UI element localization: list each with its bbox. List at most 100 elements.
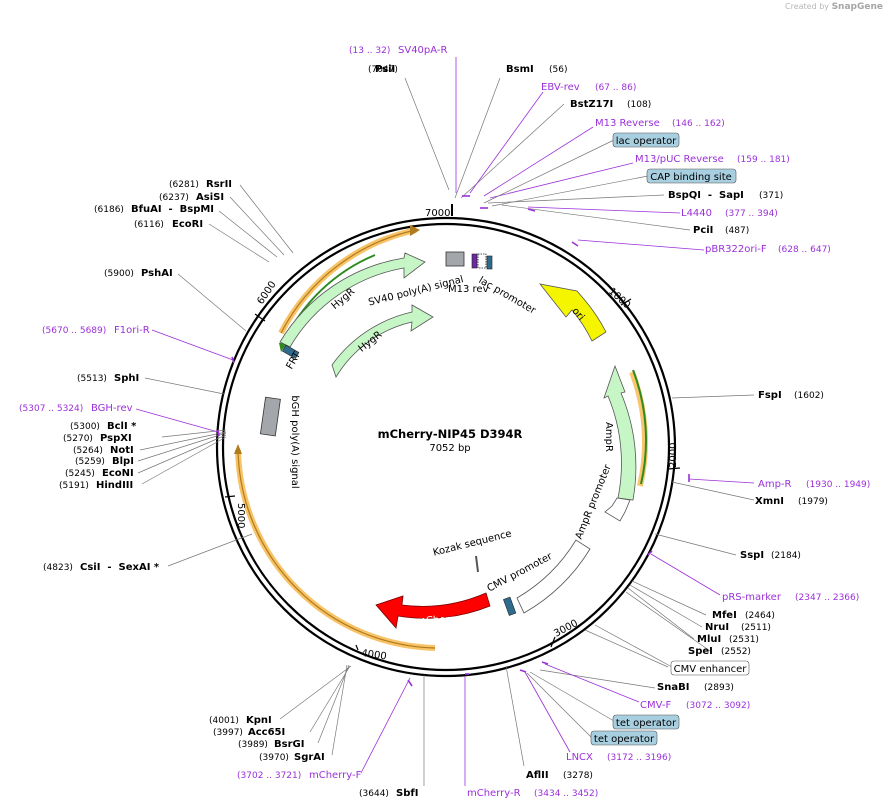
orange-arrow-bottom [234, 444, 242, 454]
enzyme-pos-bstz17i: (108) [627, 100, 651, 110]
enzyme-pshai: PshAI [141, 268, 173, 279]
primer-amp-r: Amp-R [758, 479, 792, 490]
primer-bgh-rev: BGH-rev [91, 403, 133, 414]
snapgene-credit: Created by SnapGene [785, 2, 883, 12]
enzyme-pos-noti: (5264) [73, 446, 103, 456]
enzyme-spei: SpeI [688, 646, 713, 657]
lac-promoter-marker [477, 253, 487, 269]
enzyme-pos-sgrai: (3970) [259, 753, 289, 763]
label-m13-rev: M13 rev [448, 284, 489, 295]
primer-leaders [135, 57, 755, 786]
cap-binding-site-label: CAP binding site [650, 172, 732, 183]
tick-7000: 7000 [425, 208, 450, 219]
tet-operator-marker [503, 596, 517, 616]
enzyme-pos-mfei: (2464) [745, 611, 775, 621]
primer-range-m13-reverse: (146 .. 162) [672, 119, 725, 129]
cmv-enhancer-label: CMV enhancer [674, 664, 748, 675]
enzyme-bfuai: BfuAI - BspMI [131, 204, 214, 215]
green-arrow [279, 343, 287, 352]
bgh-polya-box [259, 396, 281, 437]
primer-marks [217, 195, 690, 687]
enzyme-pos-snabi: (2893) [704, 683, 734, 693]
primer-labels: (13 .. 32) SV40pA-R EBV-rev (67 .. 86) M… [19, 45, 870, 799]
primer-range-prs-marker: (2347 .. 2366) [795, 593, 859, 603]
enzyme-labels: (7047) PsiI BsmI (56) BstZ17I (108) BspQ… [43, 64, 828, 799]
primer-range-sv40pa-r: (13 .. 32) [349, 46, 390, 56]
label-kozak: Kozak sequence [432, 528, 513, 558]
enzyme-rsrii: RsrII [206, 179, 232, 190]
hygr-feature-outer [279, 252, 426, 348]
enzyme-pos-hindiii: (5191) [59, 481, 89, 491]
enzyme-csii: CsiI - SexAI * [80, 562, 160, 573]
enzyme-pos-bsrgi: (3989) [238, 740, 268, 750]
primer-range-amp-r: (1930 .. 1949) [806, 480, 870, 490]
ampr-promoter-arrow [604, 497, 631, 522]
lac-operator-box [612, 132, 680, 148]
primer-ebv-rev: EBV-rev [541, 82, 580, 93]
enzyme-acc65i: Acc65I [248, 727, 285, 738]
enzyme-pos-bfuai: (6186) [94, 205, 124, 215]
enzyme-pos-pspxi: (5270) [63, 434, 93, 444]
boxed-labels: lac operator CAP binding site CMV enhanc… [483, 132, 750, 746]
enzyme-pos-mlui: (2531) [729, 635, 759, 645]
sv40-polya-box [445, 251, 465, 267]
primer-mcherry-r: mCherry-R [467, 788, 521, 799]
lac-operator-marker [486, 255, 493, 270]
enzyme-pos-nrui: (2511) [741, 623, 771, 633]
enzyme-pcii: PciI [693, 225, 713, 236]
primer-f1ori-r: F1ori-R [114, 325, 150, 336]
ampr-green-line [632, 369, 648, 485]
enzyme-psii: PsiI [375, 64, 395, 75]
tick-4000: 4000 [361, 648, 388, 662]
primer-range-pbr322ori-f: (628 .. 647) [778, 245, 831, 255]
enzyme-pos-bsmi: (56) [549, 65, 567, 75]
orange-line-top [280, 229, 417, 334]
plasmid-name: mCherry-NIP45 D394R [378, 427, 523, 441]
tet-operator-label-2: tet operator [594, 734, 655, 745]
cmv-promoter-feature [516, 539, 591, 614]
primer-range-mcherry-f: (3702 .. 3721) [237, 771, 301, 781]
cap-binding-site-box [646, 168, 737, 184]
label-bgh-polya: bGH poly(A) signal [289, 395, 300, 488]
enzyme-sphi: SphI [114, 373, 139, 384]
mcherry-feature [375, 592, 491, 629]
primer-range-m13-puc-reverse: (159 .. 181) [737, 155, 790, 165]
backbone-outer [215, 216, 677, 678]
enzyme-pos-sbfi: (3644) [359, 789, 389, 799]
enzyme-pos-xmni: (1979) [798, 497, 828, 507]
orange-arrow-top [410, 225, 420, 236]
snapgene-logo: SnapGene [831, 2, 883, 12]
enzyme-pspxi: PspXI [100, 433, 132, 444]
primer-m13-puc-reverse: M13/pUC Reverse [635, 154, 724, 165]
enzyme-pos-ecori: (6116) [134, 220, 164, 230]
credit-prefix: Created by [785, 2, 830, 11]
enzyme-xmni: XmnI [755, 496, 784, 507]
enzyme-sgrai: SgrAI [294, 752, 325, 763]
primer-range-lncx: (3172 .. 3196) [607, 753, 671, 763]
label-ampr-promoter: AmpR promoter [574, 462, 614, 541]
hygr-feature-inner [331, 304, 434, 378]
enzyme-hindiii: HindIII [96, 480, 133, 491]
enzyme-pos-aflii: (3278) [563, 771, 593, 781]
enzyme-pos-bspqi: (371) [759, 191, 783, 201]
tick-5000: 5000 [235, 503, 246, 528]
enzyme-sspi: SspI [740, 550, 764, 561]
enzyme-pos-sspi: (2184) [771, 551, 801, 561]
enzyme-pos-bcli: (5300) [70, 422, 100, 432]
primer-l4440: L4440 [681, 208, 712, 219]
enzyme-blpi: BlpI [112, 456, 134, 467]
primer-pbr322ori-f: pBR322ori-F [705, 244, 767, 255]
enzyme-sbfi: SbfI [396, 788, 418, 799]
tet-operator-label-1: tet operator [616, 718, 677, 729]
frt-marker [282, 344, 300, 360]
enzyme-asisi: AsiSI [196, 192, 224, 203]
primer-prs-marker: pRS-marker [722, 592, 782, 603]
enzyme-pos-asisi: (6237) [159, 193, 189, 203]
label-lac-promoter: lac promoter [477, 275, 539, 317]
orange-highlight-bottom [235, 449, 436, 651]
primer-range-l4440: (377 .. 394) [725, 209, 778, 219]
enzyme-bstz17i: BstZ17I [570, 99, 613, 110]
primer-range-ebv-rev: (67 .. 86) [595, 83, 636, 93]
enzyme-aflii: AflII [526, 770, 549, 781]
